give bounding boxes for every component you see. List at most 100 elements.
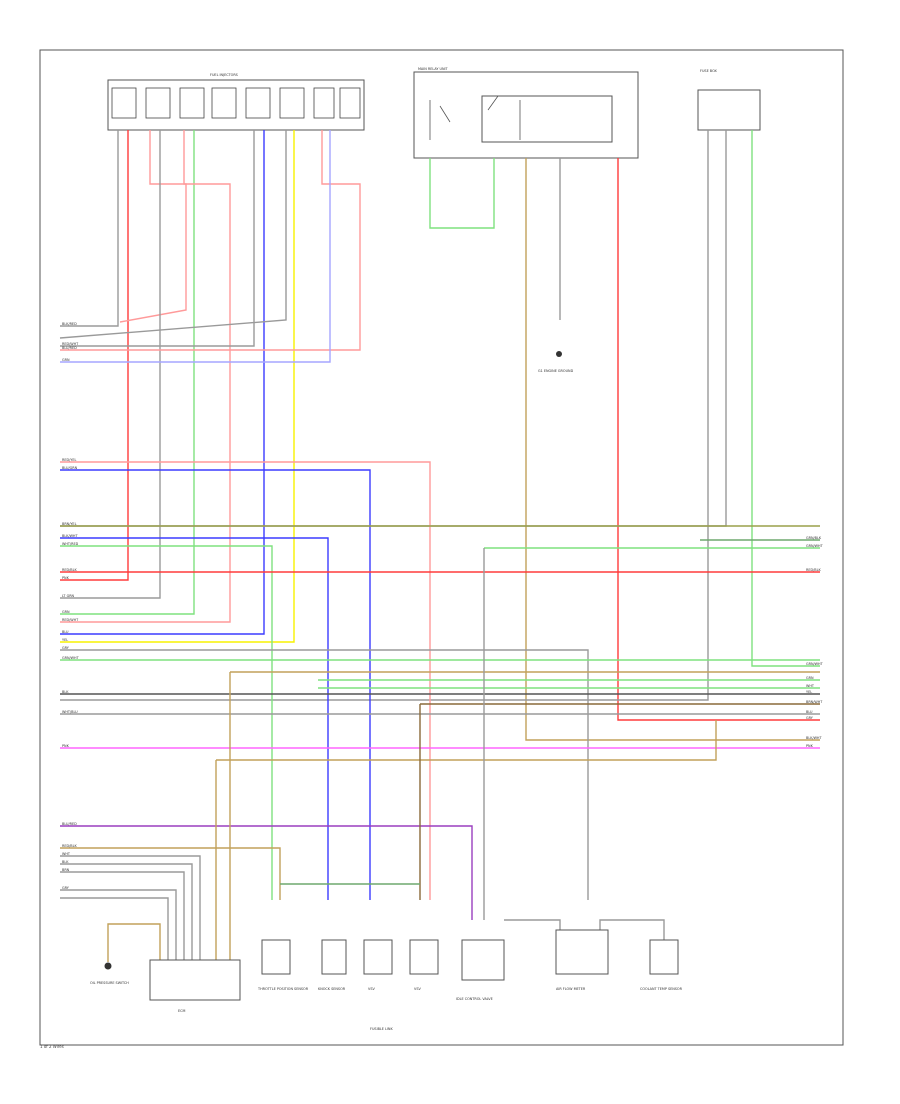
bottom-components: OIL PRESSURE SWITCH ECM THROTTLE POSITIO… bbox=[90, 929, 683, 1031]
wire-injector-yellow-6 bbox=[60, 130, 295, 643]
wire-h-purple-826 bbox=[60, 825, 473, 920]
fuse-box-component: FUSE BOX bbox=[697, 69, 761, 131]
wire-group bbox=[59, 130, 820, 962]
wire-af-link bbox=[504, 919, 561, 930]
left-wire-label: PNK bbox=[62, 744, 70, 748]
wire-injector-gray-8 bbox=[59, 130, 287, 339]
oil-pressure-switch-symbol bbox=[104, 962, 112, 970]
left-wire-label: BLK/RED bbox=[62, 322, 77, 326]
left-wire-label: YEL bbox=[62, 638, 68, 642]
wire-cs-link bbox=[599, 919, 665, 940]
wire-h-tan-760 bbox=[216, 720, 717, 761]
wire-ecm-gray-4 bbox=[60, 889, 177, 960]
air-flow-meter-box bbox=[555, 929, 609, 975]
left-wire-label: RED/BLK bbox=[62, 844, 77, 848]
injector-connector-1 bbox=[111, 87, 137, 119]
injector-connector-2 bbox=[145, 87, 171, 119]
left-wire-label: GRN bbox=[62, 610, 70, 614]
wire-ecm-gray-1 bbox=[60, 855, 201, 960]
wire-h-gray-650 bbox=[60, 649, 589, 900]
left-wire-label: GRN/WHT bbox=[62, 656, 80, 660]
vsv-1-box bbox=[363, 939, 393, 975]
left-wire-label: BLK/WHT bbox=[62, 534, 78, 538]
idle-control-label: IDLE CONTROL VALVE bbox=[456, 997, 493, 1001]
coolant-sensor-box bbox=[649, 939, 679, 975]
left-wire-label: GRN bbox=[62, 358, 70, 362]
diagram-footer: 1 of 2 Wires bbox=[40, 1044, 64, 1049]
bottom-note-label: FUSIBLE LINK bbox=[370, 1027, 393, 1031]
relay-inner-box bbox=[481, 95, 613, 143]
oil-pressure-switch-label: OIL PRESSURE SWITCH bbox=[90, 981, 129, 985]
right-wire-label: GRN/WHT bbox=[806, 544, 824, 548]
wire-ecm-gray-3 bbox=[60, 871, 185, 960]
left-wire-label: RED/YEL bbox=[62, 458, 76, 462]
fuel-injectors-label: FUEL INJECTORS bbox=[210, 73, 238, 77]
wire-ecm-tan-oil bbox=[107, 923, 161, 962]
right-wire-label: GRN/WHT bbox=[806, 662, 824, 666]
fuel-injectors-component: FUEL INJECTORS bbox=[107, 73, 365, 131]
left-wire-label: RED/WHT bbox=[62, 618, 79, 622]
left-wire-label: RED/WHT bbox=[62, 342, 79, 346]
relay-switch-symbol bbox=[429, 95, 521, 140]
left-wire-label: BLK bbox=[62, 690, 69, 694]
throttle-sensor-box bbox=[261, 939, 291, 975]
ecm-connector bbox=[149, 959, 241, 1001]
ecm-label: ECM bbox=[178, 1009, 186, 1013]
wire-h-tan-848 bbox=[60, 847, 281, 900]
vsv-2-label: VSV bbox=[414, 987, 421, 991]
wire-h-blue-538 bbox=[60, 537, 329, 900]
left-wire-label: GRY bbox=[62, 886, 70, 890]
injector-connector-7 bbox=[313, 87, 335, 119]
right-wire-label: GRY bbox=[806, 716, 814, 720]
right-wire-label: GRN bbox=[806, 676, 814, 680]
wire-relay-red bbox=[617, 158, 820, 721]
air-flow-meter-label: AIR FLOW METER bbox=[556, 987, 586, 991]
injector-connector-3 bbox=[179, 87, 205, 119]
fuse-box-box bbox=[697, 89, 761, 131]
coolant-sensor-label: COOLANT TEMP SENSOR bbox=[640, 987, 683, 991]
wire-h-green-546 bbox=[60, 545, 273, 900]
diagram-frame bbox=[39, 49, 844, 1046]
wire-ecm-gray-2 bbox=[60, 863, 193, 960]
right-wire-label: RED/BLK bbox=[806, 568, 821, 572]
left-wire-label: BLU/GRN bbox=[62, 466, 78, 470]
wire-injector-pink-7 bbox=[60, 130, 361, 351]
right-wire-label: WHT bbox=[806, 684, 815, 688]
vsv-2-box bbox=[409, 939, 439, 975]
left-wire-label: BLU/RED bbox=[62, 346, 77, 350]
left-wire-label: GRY bbox=[62, 646, 70, 650]
left-wire-label: WHT/BLU bbox=[62, 710, 78, 714]
left-wire-label: BLK bbox=[62, 860, 69, 864]
wire-injector-red-1 bbox=[60, 130, 129, 581]
ground-symbol bbox=[556, 351, 562, 357]
knock-sensor-label: KNOCK SENSOR bbox=[318, 987, 346, 991]
injector-connector-6 bbox=[279, 87, 305, 119]
right-wire-label: YEL bbox=[806, 690, 812, 694]
right-wire-labels: GRN/BLKGRN/WHTRED/BLKGRN/WHTGRNWHTYELBRN… bbox=[806, 536, 824, 748]
left-wire-label: WHT bbox=[62, 852, 71, 856]
idle-control-box bbox=[461, 939, 505, 981]
wire-injector-gray-5 bbox=[60, 130, 255, 347]
wire-injector-gray-1 bbox=[60, 130, 119, 327]
wire-fuse-gray-1 bbox=[60, 130, 709, 701]
injector-connector-8 bbox=[339, 87, 361, 119]
main-relay-unit-component: MAIN RELAY UNIT bbox=[413, 67, 639, 159]
wire-ecm-gray-5 bbox=[60, 897, 169, 960]
wire-fuse-green bbox=[751, 130, 820, 667]
right-wire-label: BLK/WHT bbox=[806, 736, 822, 740]
left-wire-label: RED/BLK bbox=[62, 568, 77, 572]
wire-relay-tan bbox=[525, 158, 820, 741]
vsv-1-label: VSV bbox=[368, 987, 375, 991]
throttle-sensor-label: THROTTLE POSITION SENSOR bbox=[257, 987, 309, 991]
left-wire-label: WHT/RED bbox=[62, 542, 79, 546]
wire-injector-blue-5 bbox=[60, 130, 265, 635]
right-wire-label: PNK bbox=[806, 744, 814, 748]
left-wire-label: BRN bbox=[62, 868, 70, 872]
left-wire-label: PNK bbox=[62, 576, 70, 580]
right-wire-label: BLU bbox=[806, 710, 813, 714]
ground-label: G1 ENGINE GROUND bbox=[538, 369, 574, 373]
wire-h-blue-470 bbox=[60, 469, 371, 900]
right-wire-label: GRN/BLK bbox=[806, 536, 822, 540]
